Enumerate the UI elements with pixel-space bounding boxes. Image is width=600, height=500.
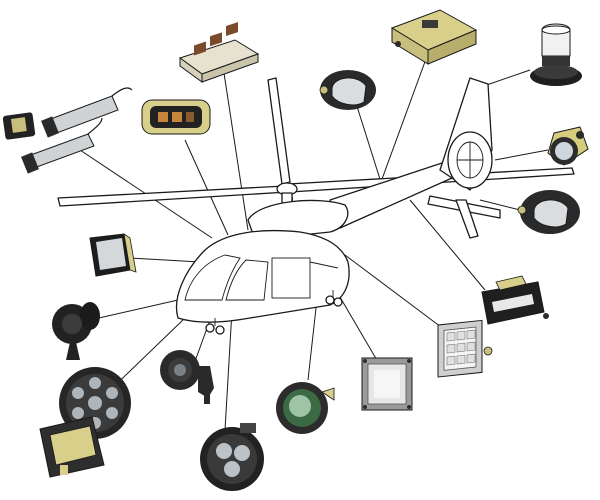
- nav-light-icon: [319, 70, 376, 110]
- front-wheel-left: [205, 323, 215, 333]
- helicopter-illustration: [57, 77, 575, 335]
- gauge-icon: [141, 99, 211, 135]
- control-box-icon: [390, 9, 478, 65]
- spotlight-icon: [52, 302, 100, 360]
- camera-icon: [160, 350, 214, 404]
- leader-led-strip: [221, 59, 249, 231]
- leader-formation-strip: [409, 199, 486, 291]
- beacon-icon: [530, 23, 582, 86]
- leader-multi-led: [224, 309, 233, 431]
- tube-light-icon: [2, 87, 133, 174]
- leader-gauge: [184, 139, 229, 236]
- square-floodlight-icon: [361, 357, 413, 411]
- searchlight-cluster-icon: [39, 367, 131, 478]
- main-wheel-right: [333, 297, 343, 307]
- leader-round-light: [494, 149, 549, 161]
- led-strip-panel-icon: [178, 22, 260, 83]
- leader-nav-light-lower: [479, 199, 521, 211]
- rotor-blade-top: [267, 77, 291, 185]
- ventral-fin: [455, 199, 479, 239]
- formation-strip-icon: [481, 275, 549, 325]
- leader-control-box: [377, 47, 431, 191]
- tail-boom: [329, 161, 453, 229]
- fuselage: [176, 229, 350, 323]
- multi-led-light-icon: [200, 423, 264, 491]
- round-light-icon: [547, 126, 589, 166]
- cockpit-window: [184, 254, 241, 301]
- front-wheel-right: [215, 325, 225, 335]
- square-panel-light-icon: [89, 233, 137, 277]
- side-window: [225, 259, 269, 301]
- leader-spotlight: [89, 299, 179, 321]
- rotor-blade-left: [57, 185, 289, 207]
- round-lens-icon: [276, 382, 335, 434]
- nav-light-icon: [517, 190, 580, 234]
- leader-grid-light: [344, 254, 446, 331]
- grid-light-icon: [437, 319, 493, 378]
- cabin-door: [271, 257, 311, 299]
- leader-square-panel: [129, 257, 201, 263]
